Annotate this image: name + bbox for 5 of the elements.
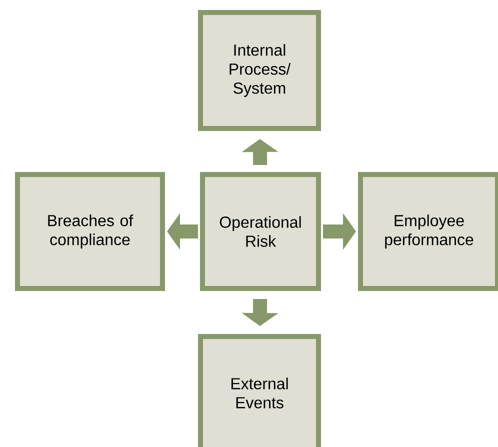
text-box: Employee performance xyxy=(358,172,498,291)
text-box: Internal Process/ System xyxy=(198,10,321,131)
text-box: Operational Risk xyxy=(200,172,321,291)
text-box: External Events xyxy=(198,334,321,447)
text-box: Breaches of compliance xyxy=(15,172,165,291)
